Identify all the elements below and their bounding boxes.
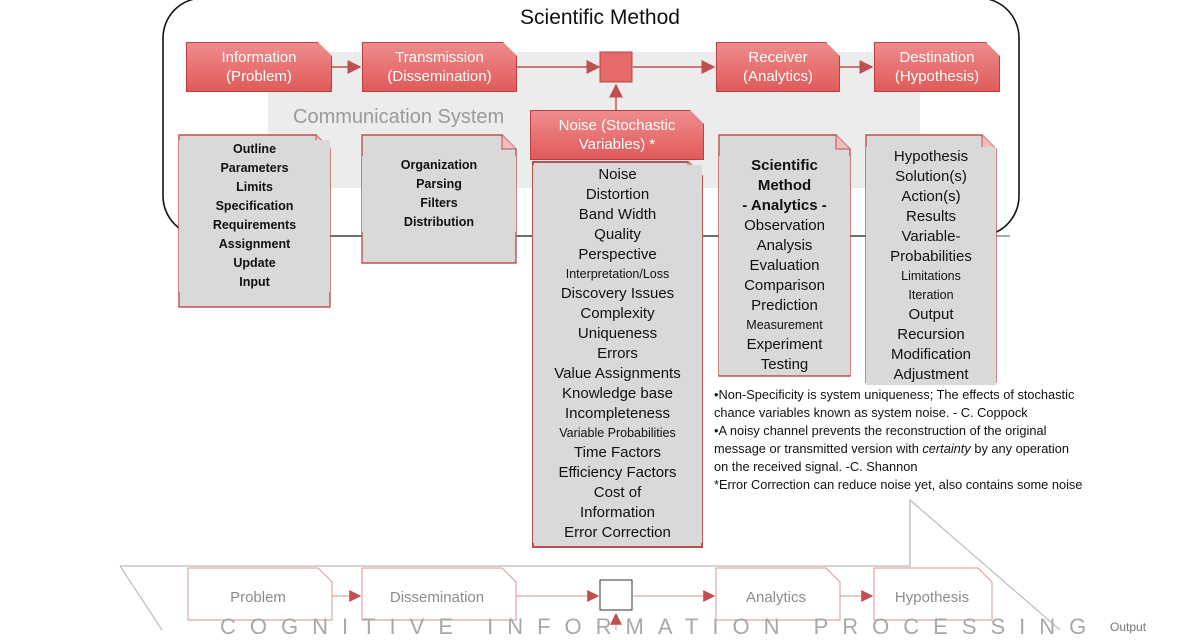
- information-item: Update: [233, 256, 276, 270]
- receiver-item: Measurement: [746, 318, 823, 332]
- noise-item: Distortion: [585, 186, 650, 203]
- communication-system-label: Communication System: [293, 106, 505, 128]
- noise-item: Errors: [597, 345, 638, 362]
- receiver-subtitle: (Analytics): [742, 68, 813, 85]
- destination-item: Iteration: [908, 288, 954, 302]
- noise-item: Error Correction: [564, 524, 671, 541]
- noise-item: Noise: [598, 166, 637, 183]
- transmission-item: Organization: [400, 158, 478, 172]
- diagram-title: Scientific Method: [520, 6, 680, 29]
- bottom-analytics: Analytics: [718, 582, 834, 612]
- receiver-item: Experiment: [746, 336, 823, 353]
- note-line-5: on the received signal. -C. Shannon: [714, 459, 918, 474]
- receiver-node: Receiver (Analytics): [716, 42, 840, 92]
- receiver-item: Analysis: [756, 237, 813, 254]
- transmission-node: Transmission (Dissemination): [362, 42, 517, 92]
- transmission-item: Parsing: [416, 177, 462, 191]
- destination-node: Destination (Hypothesis): [874, 42, 1000, 92]
- bottom-signal-mixer: [599, 579, 633, 611]
- notes: •Non-Specificity is system uniqueness; T…: [714, 386, 1134, 494]
- transmission-subtitle: (Dissemination): [387, 68, 492, 85]
- noise-item: Efficiency Factors: [558, 464, 677, 481]
- destination-item: Recursion: [897, 326, 965, 343]
- destination-subtitle: (Hypothesis): [894, 68, 980, 85]
- information-item: Requirements: [212, 218, 297, 232]
- destination-item: Variable-: [901, 228, 961, 245]
- information-node: Information (Problem): [186, 42, 332, 92]
- information-subtitle: (Problem): [226, 68, 292, 85]
- receiver-item: Scientific: [751, 157, 818, 174]
- transmission-item: Filters: [420, 196, 458, 210]
- bottom-problem: Problem: [190, 582, 326, 612]
- noise-item: Perspective: [578, 246, 657, 263]
- information-item: Limits: [236, 180, 273, 194]
- noise-item: Band Width: [578, 206, 657, 223]
- note-line-6: *Error Correction can reduce noise yet, …: [714, 477, 1083, 492]
- noise-item: Information: [579, 504, 656, 521]
- noise-item: Value Assignments: [554, 365, 681, 382]
- destination-item: Probabilities: [890, 248, 972, 265]
- receiver-item: Testing: [760, 356, 809, 373]
- transmission-title: Transmission: [395, 49, 484, 66]
- information-item: Assignment: [218, 237, 291, 251]
- noise-title: Noise (Stochastic: [558, 117, 676, 134]
- destination-item: Hypothesis: [893, 148, 969, 165]
- information-item: Input: [239, 275, 270, 289]
- noise-item: Incompleteness: [564, 405, 671, 422]
- noise-subtitle: Variables) *: [578, 136, 656, 153]
- bottom-corner-text: Output: [1110, 620, 1147, 634]
- note-line-4: message or transmitted version with cert…: [714, 441, 1069, 456]
- receiver-item: Observation: [744, 217, 825, 234]
- noise-item: Quality: [594, 226, 641, 243]
- destination-title: Destination: [899, 49, 975, 66]
- information-item: Specification: [215, 199, 294, 213]
- information-title: Information: [221, 49, 297, 66]
- receiver-item: Evaluation: [749, 257, 820, 274]
- noise-item: Complexity: [580, 305, 655, 322]
- bottom-hypothesis: Hypothesis: [876, 582, 988, 612]
- destination-item: Limitations: [901, 269, 961, 283]
- transmission-item: Distribution: [403, 215, 475, 229]
- cognitive-processing-label: COGNITIVE INFORMATION PROCESSING: [220, 614, 1101, 639]
- destination-item: Action(s): [901, 188, 961, 205]
- destination-item: Solution(s): [895, 168, 967, 185]
- noise-item: Knowledge base: [562, 385, 673, 402]
- signal-mixer: [599, 51, 633, 83]
- noise-item: Time Factors: [574, 444, 661, 461]
- destination-item: Results: [905, 208, 957, 225]
- destination-item: Output: [908, 306, 954, 323]
- receiver-item: Method: [757, 177, 812, 194]
- noise-item: Cost of: [593, 484, 642, 501]
- receiver-item: Comparison: [744, 277, 825, 294]
- destination-item: Adjustment: [893, 366, 969, 383]
- receiver-item: - Analytics -: [742, 197, 827, 214]
- destination-item: Modification: [890, 346, 972, 363]
- information-item: Parameters: [220, 161, 289, 175]
- bottom-dissemination: Dissemination: [364, 582, 510, 612]
- receiver-item: Prediction: [751, 297, 818, 314]
- note-line-2: chance variables known as system noise. …: [714, 405, 1028, 420]
- noise-node: Noise (Stochastic Variables) *: [530, 110, 704, 160]
- note-line-1: •Non-Specificity is system uniqueness; T…: [714, 387, 1075, 402]
- note-line-3: •A noisy channel prevents the reconstruc…: [714, 423, 1047, 438]
- noise-item: Uniqueness: [577, 325, 658, 342]
- noise-item: Variable Probabilities: [559, 426, 676, 440]
- noise-item: Discovery Issues: [560, 285, 675, 302]
- receiver-title: Receiver: [748, 49, 808, 66]
- noise-item: Interpretation/Loss: [565, 267, 670, 281]
- information-item: Outline: [232, 142, 277, 156]
